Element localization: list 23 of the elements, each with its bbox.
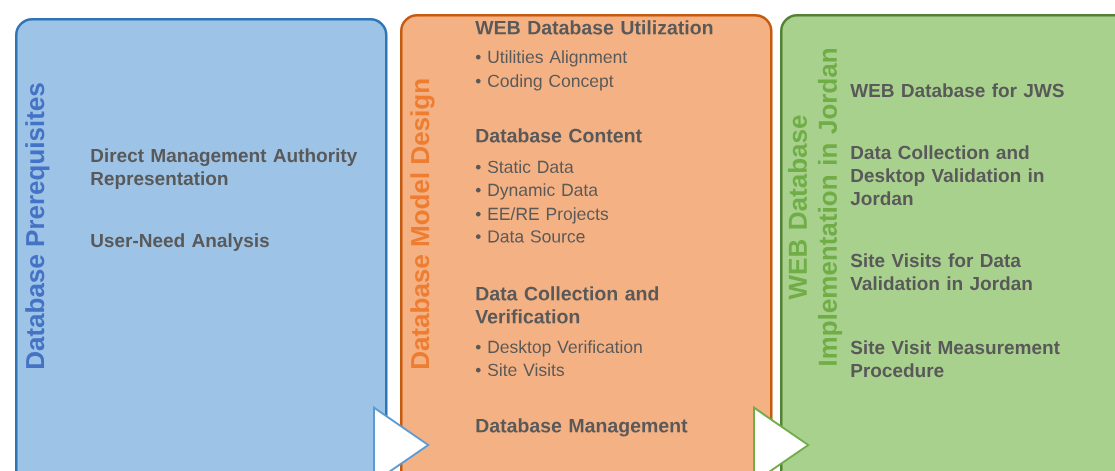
rotated-heading: WEB Database Implementation in Jordan <box>787 49 843 365</box>
bullet-item: • EE/RE Projects <box>475 207 609 224</box>
item-text: User-Need Analysis <box>91 233 269 251</box>
item-text: WEB Database for JWS <box>850 83 1064 98</box>
item-text: Direct Management Authority Representation <box>91 148 358 189</box>
item-text: Site Visits for Data Validation in Jordan <box>850 253 1032 291</box>
section-heading: Database Content <box>476 128 642 143</box>
rotated-heading: Database Model Design <box>410 79 435 369</box>
bullet-item: • Utilities Alignment <box>475 50 628 67</box>
section-heading: WEB Database Utilization <box>475 20 713 35</box>
arrow <box>372 405 430 471</box>
item-text: Data Collection and Desktop Validation in Jordan <box>850 145 1044 206</box>
section-heading: Database Management <box>476 418 688 437</box>
item-text: Site Visit Measurement Procedure <box>850 340 1060 378</box>
bullet-item: • Coding Concept <box>475 74 614 91</box>
bullet-item: • Desktop Verification <box>475 340 642 357</box>
bullet-item: • Site Visits <box>475 363 565 377</box>
bullet-item: • Static Data <box>475 160 574 174</box>
arrow <box>752 405 810 471</box>
section-heading: Data Collection and Verification <box>475 286 659 324</box>
rotated-heading: Database Prerequisites <box>25 83 50 369</box>
bullet-item: • Dynamic Data <box>475 183 598 200</box>
bullet-item: • Data Source <box>475 230 585 243</box>
